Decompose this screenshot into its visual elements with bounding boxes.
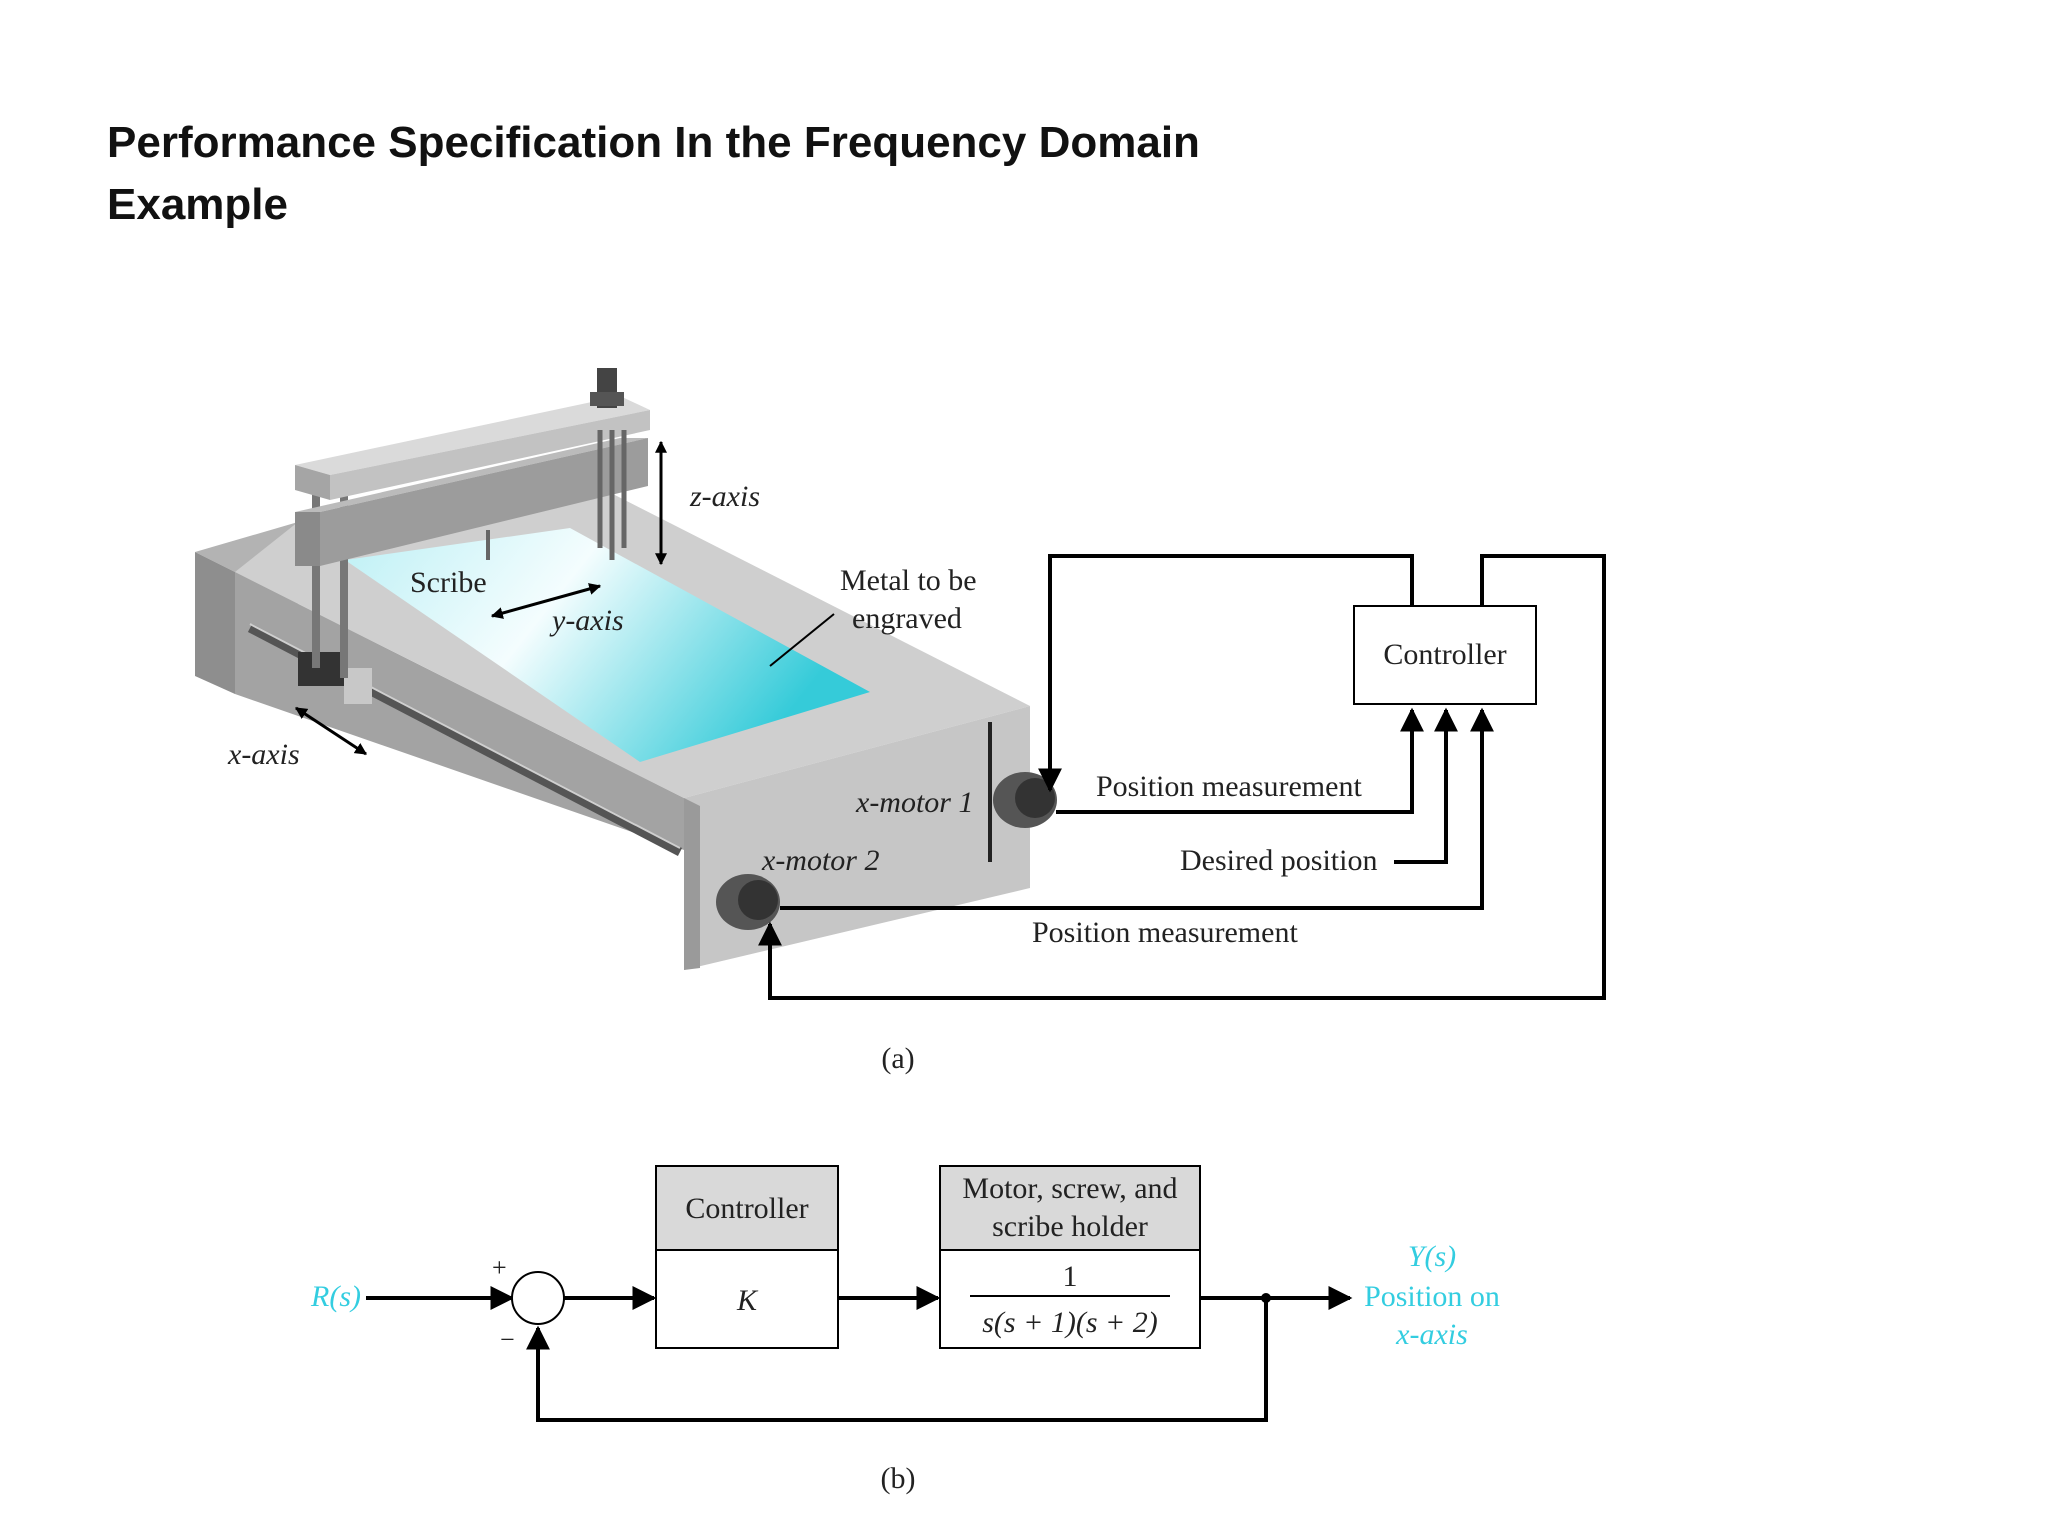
transfer-function-numerator: 1	[1063, 1260, 1078, 1293]
summing-minus: −	[500, 1325, 515, 1354]
controller-box-a	[1353, 605, 1537, 705]
feedback-path	[526, 1298, 1268, 1422]
z-axis-label: z-axis	[689, 480, 760, 513]
x-motor-2-label: x-motor 2	[761, 844, 879, 877]
desired-position-label: Desired position	[1180, 844, 1377, 877]
y-axis-label: y-axis	[549, 604, 624, 637]
scribe-label: Scribe	[410, 566, 487, 599]
controller-block-header: Controller	[685, 1192, 808, 1225]
metal-label-line1: Metal to be	[840, 564, 977, 597]
output-signal-label: Y(s)	[1408, 1240, 1456, 1273]
transfer-function-denominator: s(s + 1)(s + 2)	[982, 1306, 1157, 1339]
summing-plus: +	[492, 1253, 507, 1282]
metal-plate	[345, 528, 870, 762]
x-axis-label: x-axis	[227, 738, 300, 771]
input-signal-label: R(s)	[310, 1280, 361, 1313]
slide-title-line2: Example	[107, 180, 288, 229]
output-description-line1: Position on	[1364, 1280, 1500, 1313]
slide-title-line1: Performance Specification In the Frequen…	[107, 118, 1200, 167]
controller-label-a: Controller	[1383, 638, 1506, 671]
plant-header-line1: Motor, screw, and	[962, 1172, 1177, 1205]
summing-junction	[511, 1271, 565, 1325]
caption-b: (b)	[881, 1462, 916, 1495]
signal-wiring-a	[758, 554, 1606, 1000]
controller-gain: K	[736, 1284, 759, 1317]
position-measurement-top-label: Position measurement	[1096, 770, 1362, 803]
slide-title: Performance Specification In the Frequen…	[107, 112, 1200, 236]
metal-label-line2: engraved	[852, 602, 962, 635]
output-description-line2: x-axis	[1395, 1318, 1468, 1351]
plant-header-line2: scribe holder	[992, 1210, 1148, 1243]
caption-a: (a)	[881, 1042, 914, 1075]
engraving-machine-illustration	[195, 368, 1057, 970]
position-measurement-bottom-label: Position measurement	[1032, 916, 1298, 949]
x-motor-1-label: x-motor 1	[855, 786, 973, 819]
plant-block	[939, 1165, 1201, 1349]
carriage	[298, 652, 348, 686]
